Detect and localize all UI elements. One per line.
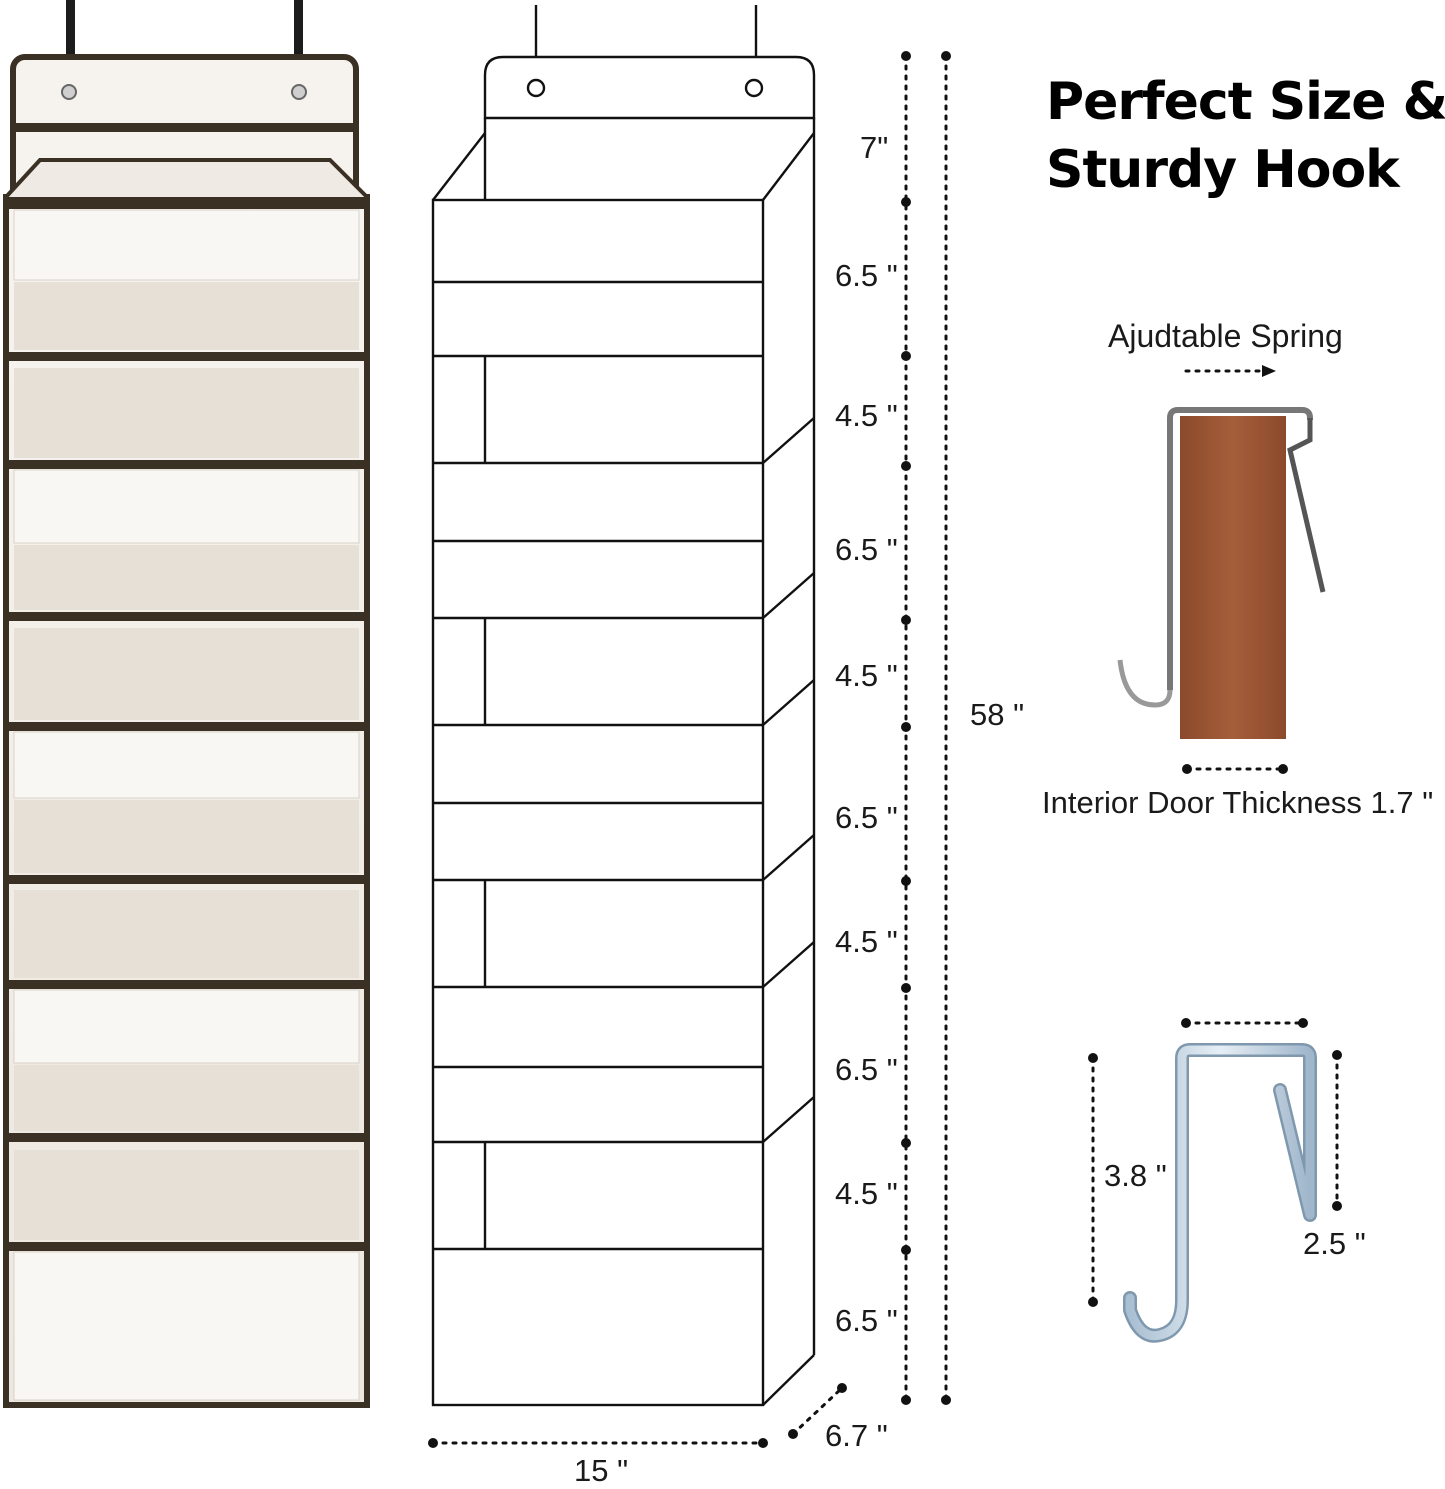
- headline-line-2: Sturdy Hook: [1046, 140, 1400, 200]
- dimension-dots: [428, 51, 1342, 1448]
- door-thickness-label: Interior Door Thickness 1.7 ": [1042, 785, 1434, 820]
- door-section: [1180, 416, 1286, 739]
- hook-on-door-photo: [1117, 407, 1326, 739]
- hook-height-label: 3.8 ": [1104, 1158, 1167, 1193]
- pocket-height-label: 4.5 ": [835, 924, 898, 959]
- grommet-right-icon: [744, 78, 764, 98]
- hook-screw-left-icon: [61, 84, 77, 100]
- strap-left: [66, 0, 75, 60]
- pocket-height-label: 6.5 ": [835, 532, 898, 567]
- width-label: 15 ": [574, 1453, 629, 1488]
- organizer-photo: [3, 0, 370, 1408]
- headline-line-1: Perfect Size &: [1046, 72, 1445, 132]
- grommet-left-icon: [526, 78, 546, 98]
- hook-screw-right-icon: [291, 84, 307, 100]
- pocket-height-label: 6.5 ": [835, 800, 898, 835]
- strap-right: [294, 0, 303, 60]
- spring-label: Ajudtable Spring: [1108, 318, 1343, 354]
- headline: Perfect Size & Sturdy Hook: [1046, 68, 1445, 204]
- pocket-height-label: 6.5 ": [835, 1052, 898, 1087]
- pocket-height-label: 4.5 ": [835, 658, 898, 693]
- standalone-hook: [1123, 1043, 1317, 1343]
- organizer-diagram: [431, 5, 816, 1407]
- total-height-label: 58 ": [970, 697, 1025, 732]
- pocket-height-label: 6.5 ": [835, 1303, 898, 1338]
- depth-label: 6.7 ": [825, 1418, 888, 1453]
- pocket-height-label: 4.5 ": [835, 1176, 898, 1211]
- arrow-right-icon: [1262, 365, 1276, 377]
- pocket-height-label: 4.5 ": [835, 398, 898, 433]
- pocket-height-label: 6.5 ": [835, 258, 898, 293]
- pocket-height-label: 7": [860, 130, 889, 165]
- spring-height-label: 2.5 ": [1303, 1226, 1366, 1261]
